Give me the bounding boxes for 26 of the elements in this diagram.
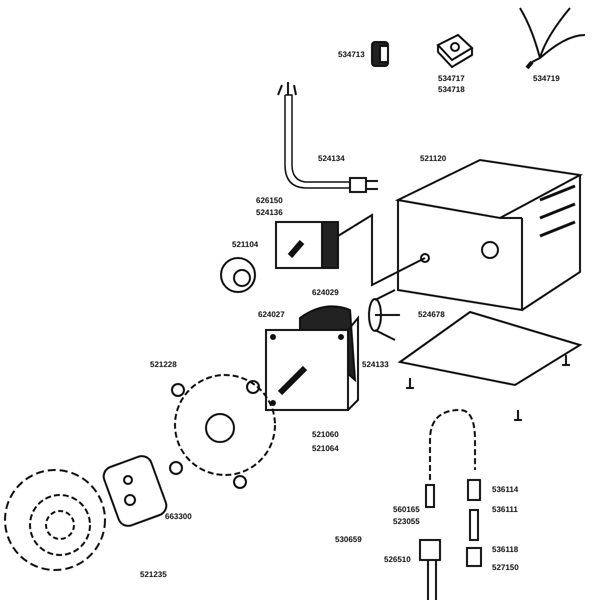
part-number: 530659: [335, 535, 362, 545]
part-number: 534717: [438, 74, 465, 84]
part-number: 521120: [420, 154, 446, 164]
part-number: 534719: [533, 74, 560, 84]
part-number: 626150: [256, 196, 283, 206]
part-number: 524136: [256, 208, 283, 218]
part-number: 524134: [318, 154, 345, 164]
part-number: 524678: [418, 310, 445, 320]
part-number: 624029: [312, 288, 339, 298]
part-number: 527150: [492, 563, 519, 573]
part-number: 560165: [393, 505, 420, 515]
part-number: 521104: [232, 240, 258, 250]
part-number: 524133: [362, 360, 389, 370]
part-number: 536114: [492, 485, 518, 495]
part-number: 526510: [384, 555, 411, 565]
part-number: 521228: [150, 360, 177, 370]
part-number: 521235: [140, 570, 167, 580]
part-number: 534718: [438, 85, 465, 95]
part-number: 663300: [165, 512, 192, 522]
part-number: 534713: [338, 50, 365, 60]
part-number: 521060: [312, 430, 339, 440]
part-number: 536118: [492, 545, 518, 555]
part-number: 624027: [258, 310, 285, 320]
part-number: 536111: [492, 505, 518, 515]
part-number: 521064: [312, 444, 339, 454]
part-number: 523055: [393, 517, 420, 527]
